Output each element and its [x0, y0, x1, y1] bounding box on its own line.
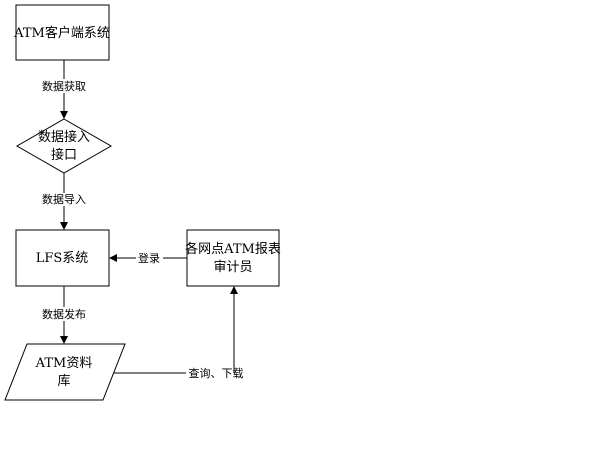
- node-data-interface-line1: 数据接入: [38, 129, 90, 145]
- node-atm-database: ATM资料 库: [4, 343, 126, 401]
- edge-query: 查询、下载: [114, 286, 244, 380]
- node-atm-database-line1: ATM资料: [35, 356, 93, 371]
- edge-fetch-label: 数据获取: [42, 79, 86, 93]
- edge-fetch: 数据获取: [42, 60, 86, 119]
- edge-publish-label: 数据发布: [42, 307, 86, 321]
- node-atm-database-line2: 库: [57, 373, 70, 389]
- node-atm-client-label: ATM客户端系统: [13, 25, 110, 41]
- node-data-interface-line2: 接口: [51, 147, 77, 163]
- node-atm-client: ATM客户端系统: [13, 4, 110, 61]
- node-data-interface: 数据接入 接口: [15, 118, 113, 174]
- edge-login-label: 登录: [138, 251, 160, 265]
- node-auditor-line2: 审计员: [213, 260, 252, 275]
- edge-publish: 数据发布: [42, 286, 86, 344]
- edge-login: 登录: [109, 251, 187, 265]
- node-auditor-line1: 各网点ATM报表: [185, 241, 281, 257]
- node-auditor: 各网点ATM报表 审计员: [185, 229, 281, 287]
- edge-import-label: 数据导入: [42, 192, 86, 206]
- edge-query-label: 查询、下载: [189, 366, 244, 380]
- node-lfs-system: LFS系统: [15, 229, 110, 287]
- node-lfs-system-label: LFS系统: [36, 251, 89, 266]
- edge-import: 数据导入: [42, 173, 86, 230]
